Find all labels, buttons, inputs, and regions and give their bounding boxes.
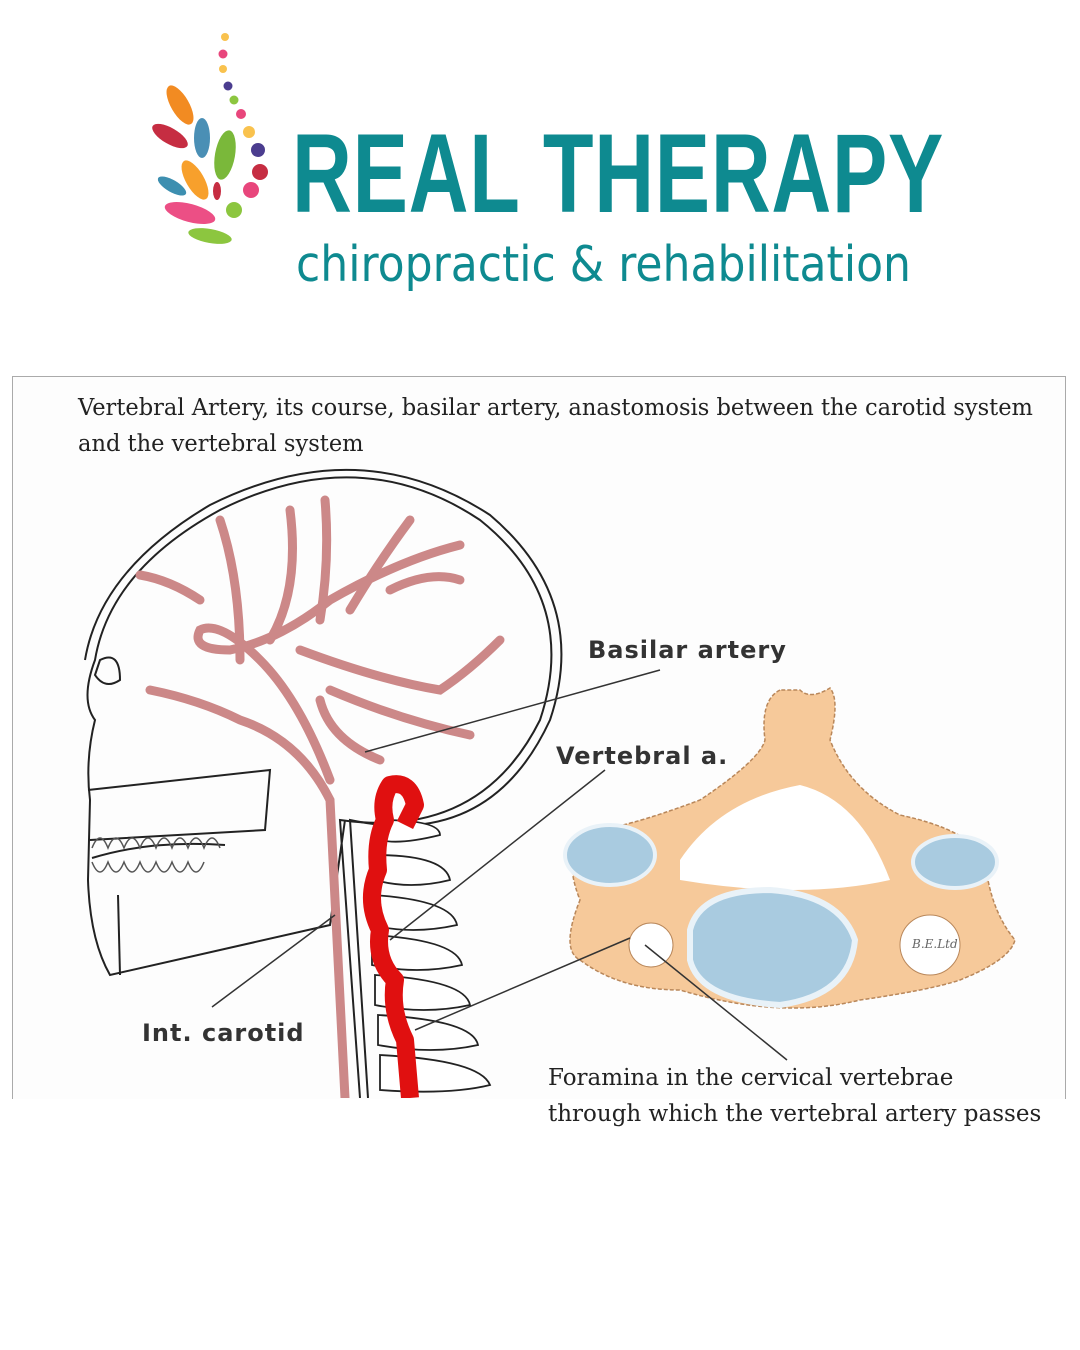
leader-lines <box>211 669 788 1061</box>
label-vertebral-artery: Vertebral a. <box>556 742 729 770</box>
skull-outline <box>84 468 563 1098</box>
brand-tagline: chiropractic & rehabilitation <box>296 236 912 293</box>
label-internal-carotid: Int. carotid <box>142 1019 305 1047</box>
caption-line-2: through which the vertebral artery passe… <box>548 1101 1042 1127</box>
illustration-credit: B.E.Ltd <box>912 937 958 951</box>
diagram-title: Vertebral Artery, its course, basilar ar… <box>78 390 1048 462</box>
title-line-2: and the vertebral system <box>78 431 364 457</box>
logo-leaf-icon <box>152 33 268 244</box>
anatomy-illustration <box>84 468 1016 1098</box>
brand-name: REAL THERAPY <box>292 111 945 236</box>
caption-line-1: Foramina in the cervical vertebrae <box>548 1065 954 1091</box>
vertebra-top-view <box>563 687 1016 1009</box>
foramina-caption: Foramina in the cervical vertebrae throu… <box>548 1060 1041 1132</box>
vertebral-artery <box>362 775 424 1098</box>
cerebral-arteries <box>135 495 505 1098</box>
label-basilar-artery: Basilar artery <box>588 636 787 664</box>
title-line-1: Vertebral Artery, its course, basilar ar… <box>78 395 1033 421</box>
teeth <box>91 837 221 873</box>
